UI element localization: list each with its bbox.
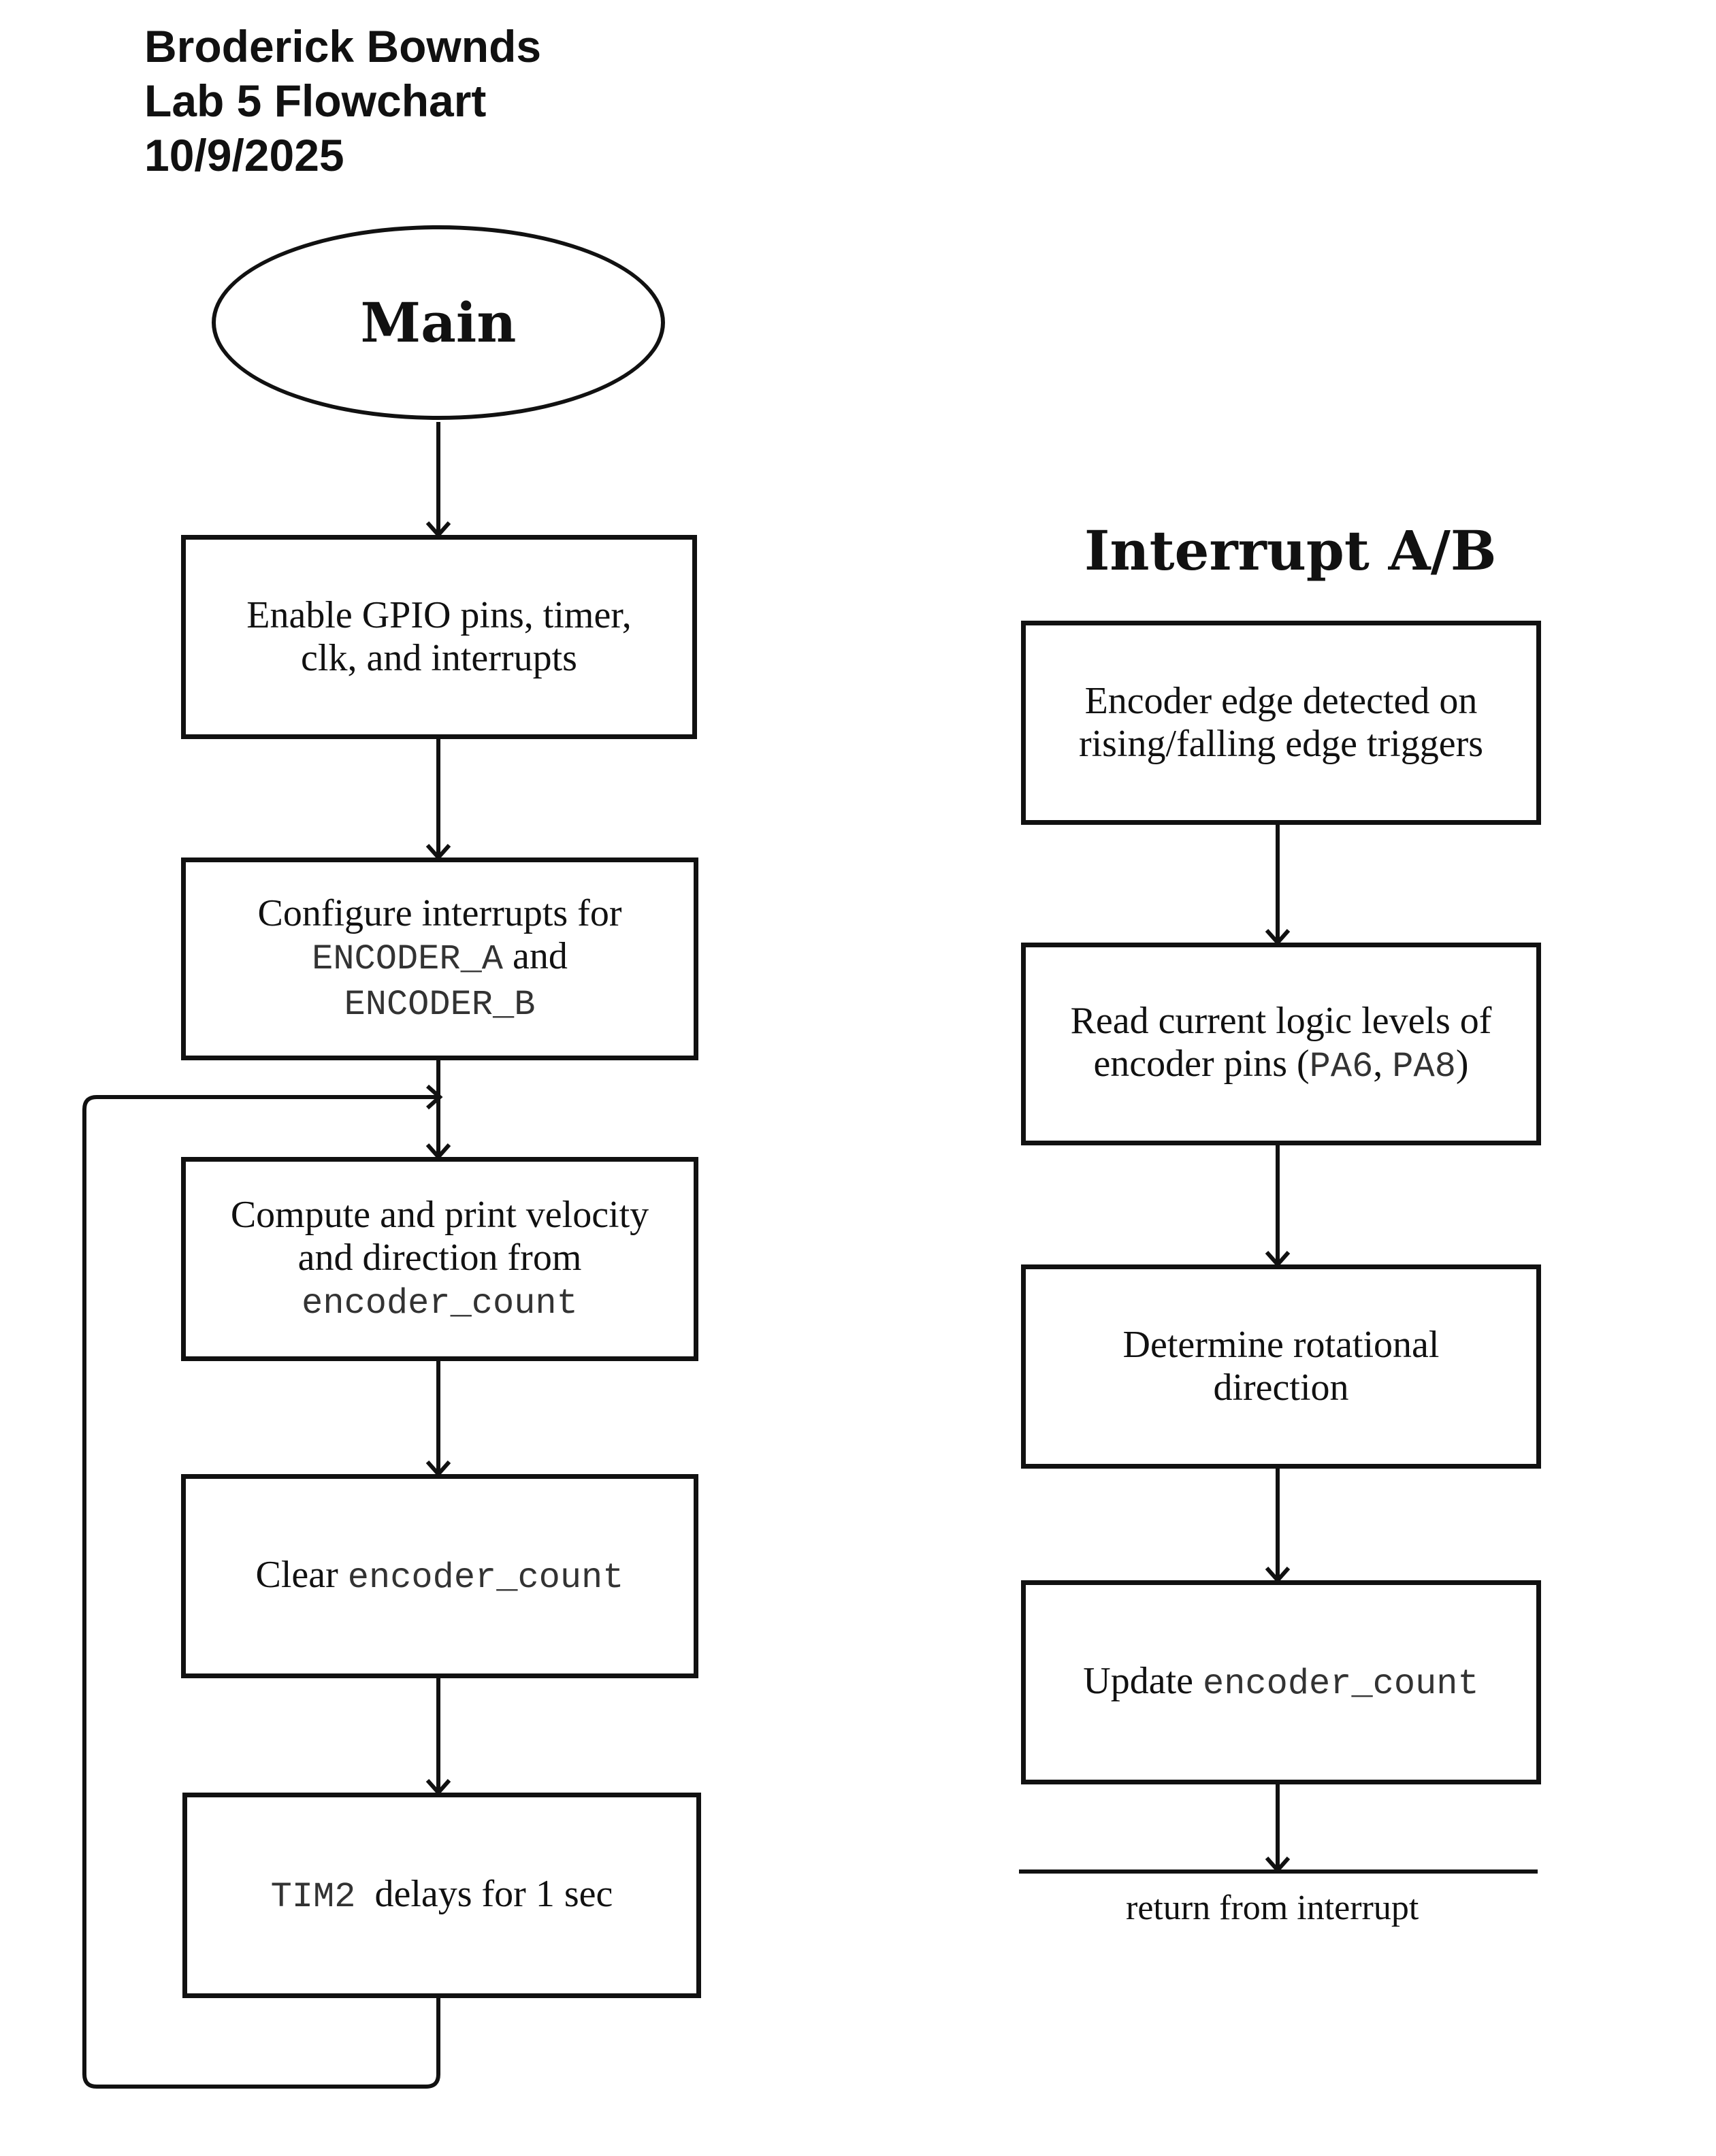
author-name: Broderick Bownds xyxy=(144,21,542,71)
document-title: Lab 5 Flowchart xyxy=(144,76,487,126)
document-header: Broderick Bownds Lab 5 Flowchart 10/9/20… xyxy=(144,19,541,182)
compute-label: Compute and print velocity and direction… xyxy=(230,1193,649,1279)
update-label: Update xyxy=(1083,1659,1194,1702)
clear-label: Clear xyxy=(255,1553,338,1596)
read-close-paren: ) xyxy=(1455,1043,1469,1085)
pa8-code: PA8 xyxy=(1392,1047,1456,1087)
encoder-a-code: ENCODER_A xyxy=(312,938,503,979)
main-start-label: Main xyxy=(360,291,517,355)
edge-detected-box: Encoder edge detected on rising/falling … xyxy=(1021,621,1541,825)
update-encoder-count-code: encoder_count xyxy=(1203,1663,1479,1704)
read-logic-levels-box: Read current logic levels of encoder pin… xyxy=(1021,943,1541,1145)
edge-detected-text: Encoder edge detected on rising/falling … xyxy=(1078,680,1484,765)
enable-peripherals-text: Enable GPIO pins, timer, clk, and interr… xyxy=(246,594,632,679)
timer-delay-text: TIM2 delays for 1 sec xyxy=(271,1873,613,1918)
document-date: 10/9/2025 xyxy=(144,130,344,180)
clear-count-text: Clear encoder_count xyxy=(256,1554,624,1599)
loop-back-connector xyxy=(82,1084,443,2089)
encoder-b-code: ENCODER_B xyxy=(344,984,536,1025)
clear-count-box: Clear encoder_count xyxy=(181,1474,698,1678)
update-count-text: Update encoder_count xyxy=(1083,1660,1478,1705)
tim2-code: TIM2 xyxy=(270,1876,356,1917)
read-separator: , xyxy=(1373,1043,1393,1085)
clear-encoder-count-code: encoder_count xyxy=(347,1557,624,1598)
main-start-oval: Main xyxy=(212,225,665,420)
read-logic-levels-text: Read current logic levels of encoder pin… xyxy=(1043,1000,1519,1088)
determine-direction-text: Determine rotational direction xyxy=(1122,1324,1440,1409)
delay-label: delays for 1 sec xyxy=(374,1872,613,1915)
timer-delay-box: TIM2 delays for 1 sec xyxy=(182,1793,701,1998)
compute-velocity-text: Compute and print velocity and direction… xyxy=(205,1194,675,1325)
interrupt-title: Interrupt A/B xyxy=(1084,519,1497,583)
configure-and: and xyxy=(513,934,568,977)
configure-interrupts-text: Configure interrupts for ENCODER_A and E… xyxy=(208,892,671,1026)
compute-velocity-box: Compute and print velocity and direction… xyxy=(181,1157,698,1361)
enable-peripherals-box: Enable GPIO pins, timer, clk, and interr… xyxy=(181,535,697,739)
update-count-box: Update encoder_count xyxy=(1021,1580,1541,1784)
determine-direction-box: Determine rotational direction xyxy=(1021,1264,1541,1469)
read-label: Read current logic levels of encoder pin… xyxy=(1070,1000,1492,1085)
return-from-interrupt-label: return from interrupt xyxy=(1126,1889,1419,1927)
compute-encoder-count-code: encoder_count xyxy=(302,1283,578,1324)
pa6-code: PA6 xyxy=(1309,1047,1374,1087)
configure-prefix: Configure interrupts for xyxy=(257,892,622,934)
configure-interrupts-box: Configure interrupts for ENCODER_A and E… xyxy=(181,858,698,1060)
